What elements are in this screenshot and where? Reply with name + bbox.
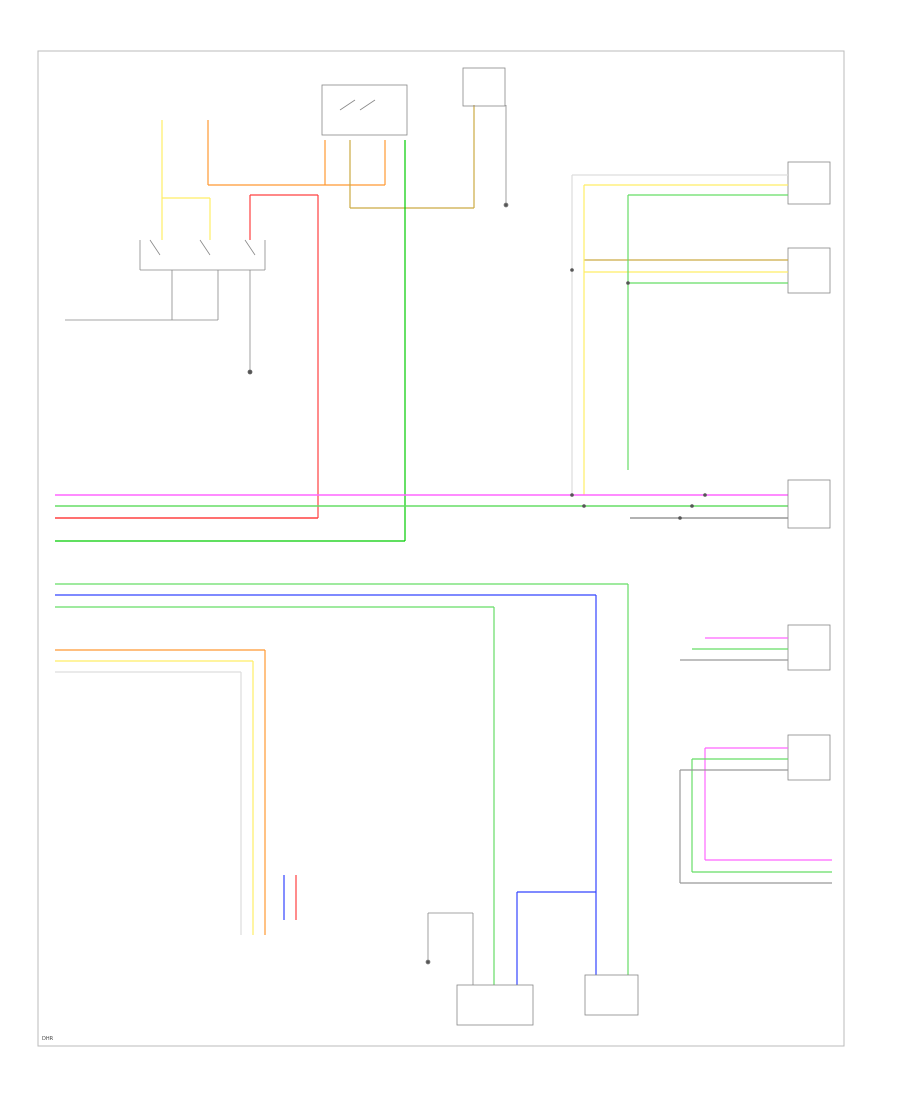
bottom-blue-loop [516,891,596,985]
top-center-wires [55,105,475,542]
ground-symbol-left [247,369,253,375]
footer-code: DHR [42,1036,54,1042]
right-module-3-wires [679,747,832,884]
bottom-right-module [584,974,639,1016]
right-module-3 [787,734,831,781]
bottom-transmitter-box [456,984,534,1026]
main-bus-wires [55,494,788,519]
top-left-switch-group [65,239,266,370]
right-module-2 [787,624,831,671]
top-center-switch [321,84,408,136]
right-module-1 [787,479,831,529]
top-right-relay [462,67,509,208]
right-door-switch-1 [787,161,831,205]
right-switch-wires [571,174,788,495]
splice-points [570,268,707,520]
right-module-2-wires [680,637,788,661]
small-connector-wires [283,875,297,920]
bottom-ground-bracket [425,912,474,985]
left-lower-wires [55,649,266,935]
top-left-wires [161,120,386,518]
right-door-switch-2 [787,247,831,294]
diagram-frame [37,50,845,1047]
second-bus-wires [55,583,629,985]
